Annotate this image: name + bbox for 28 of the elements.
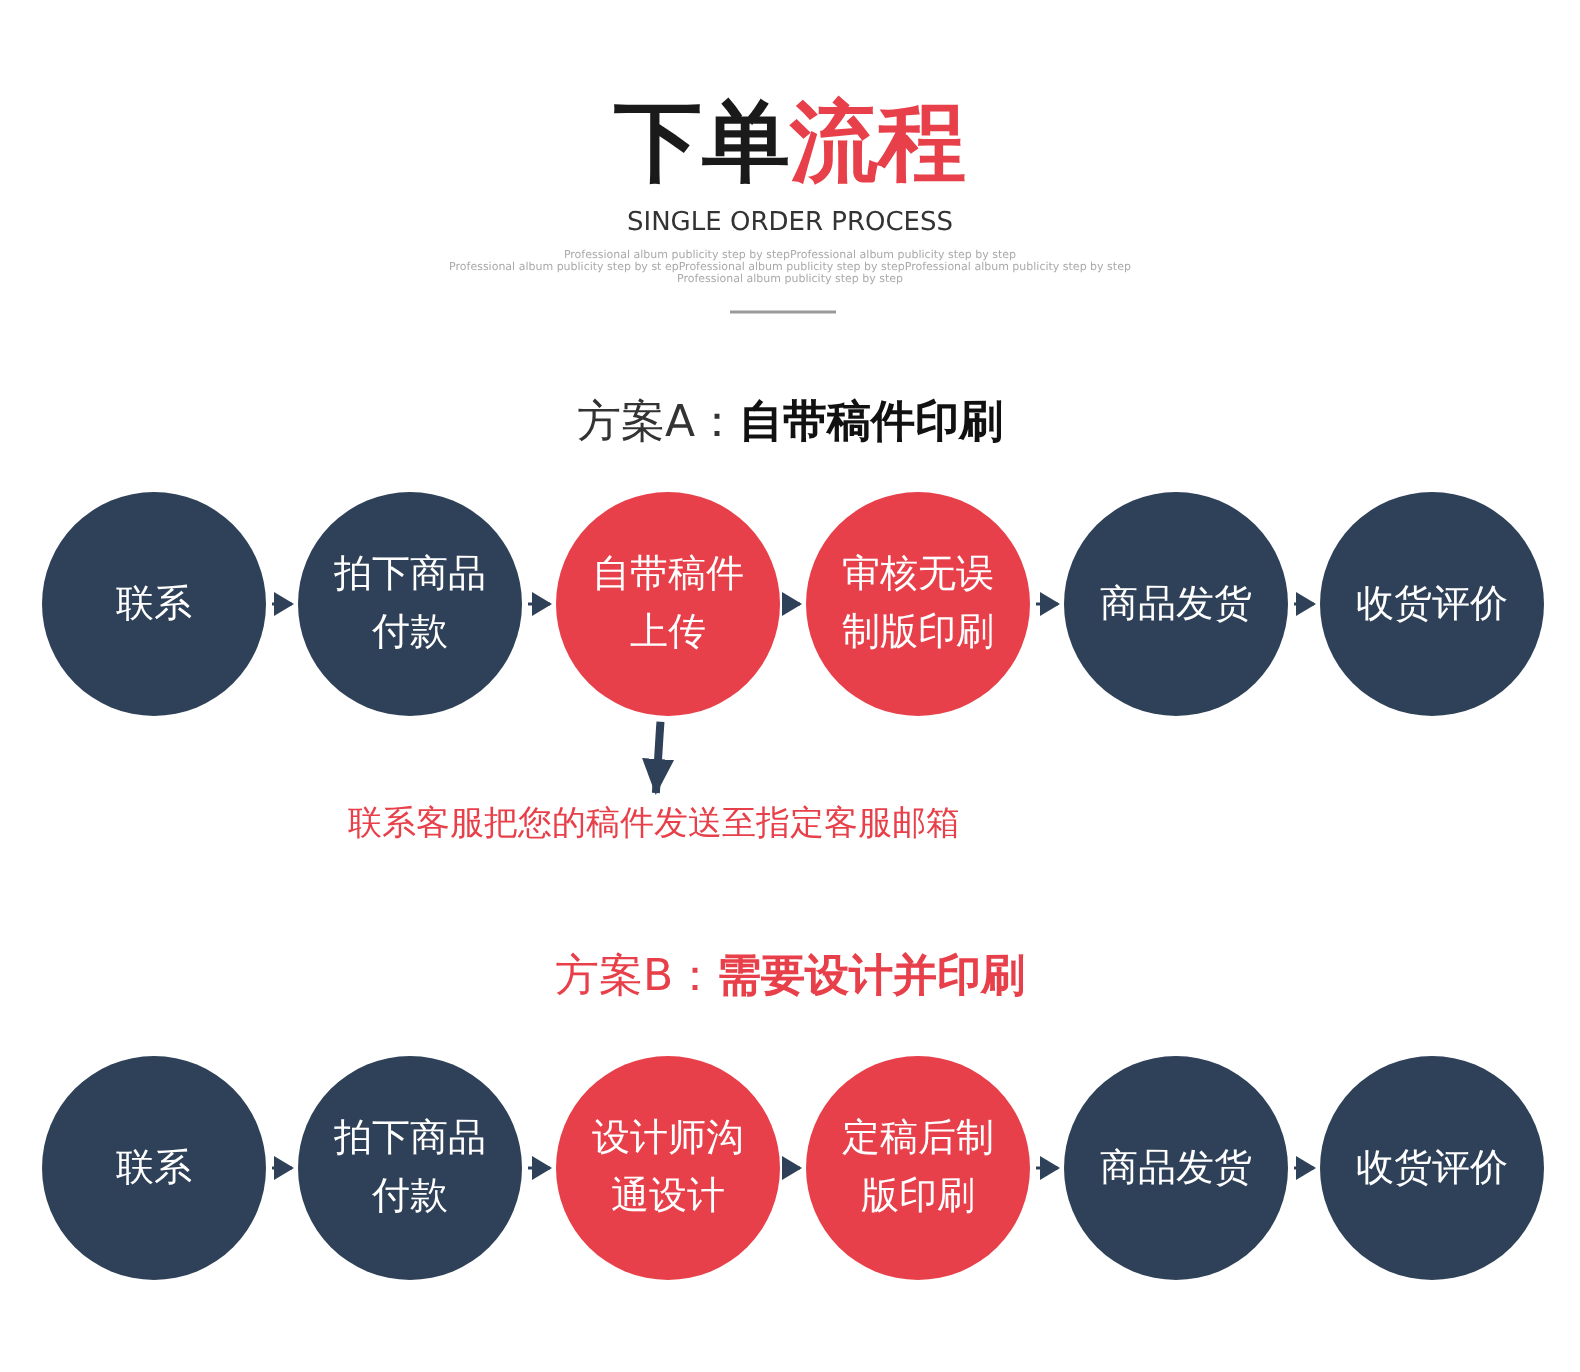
title: 下单流程 — [612, 90, 968, 198]
circle-text: 商品发货 — [1098, 1143, 1254, 1193]
arrow — [528, 592, 552, 616]
circle-text: 拍下商品付款 — [332, 1114, 488, 1222]
arrow — [782, 592, 802, 616]
arrow — [1294, 1156, 1316, 1180]
circle-text: 联系 — [114, 1143, 194, 1193]
subtitle: SINGLE ORDER PROCESS — [624, 208, 956, 238]
circle-text: 收货评价 — [1354, 579, 1510, 629]
arrow — [642, 721, 674, 795]
circle-text: 自带稿件上传 — [590, 550, 746, 658]
arrow — [272, 1156, 294, 1180]
arrow — [1036, 1156, 1060, 1180]
arrow — [782, 1156, 802, 1180]
arrow — [1294, 592, 1316, 616]
circle-text: 定稿后制版印刷 — [840, 1114, 996, 1222]
section-heading: 方案A：自带稿件印刷 — [574, 396, 1006, 452]
arrow — [1036, 592, 1060, 616]
arrow — [528, 1156, 552, 1180]
circle-text: 联系 — [114, 579, 194, 629]
arrow — [272, 592, 294, 616]
circle-text: 拍下商品付款 — [332, 550, 488, 658]
circle-text: 商品发货 — [1098, 579, 1254, 629]
circle-text: 设计师沟通设计 — [590, 1114, 746, 1222]
circle-text: 审核无误制版印刷 — [840, 550, 996, 658]
section-heading: 方案B：需要设计并印刷 — [552, 950, 1028, 1006]
note-text: 联系客服把您的稿件发送至指定客服邮箱 — [348, 799, 960, 845]
circle-text: 收货评价 — [1354, 1143, 1510, 1193]
